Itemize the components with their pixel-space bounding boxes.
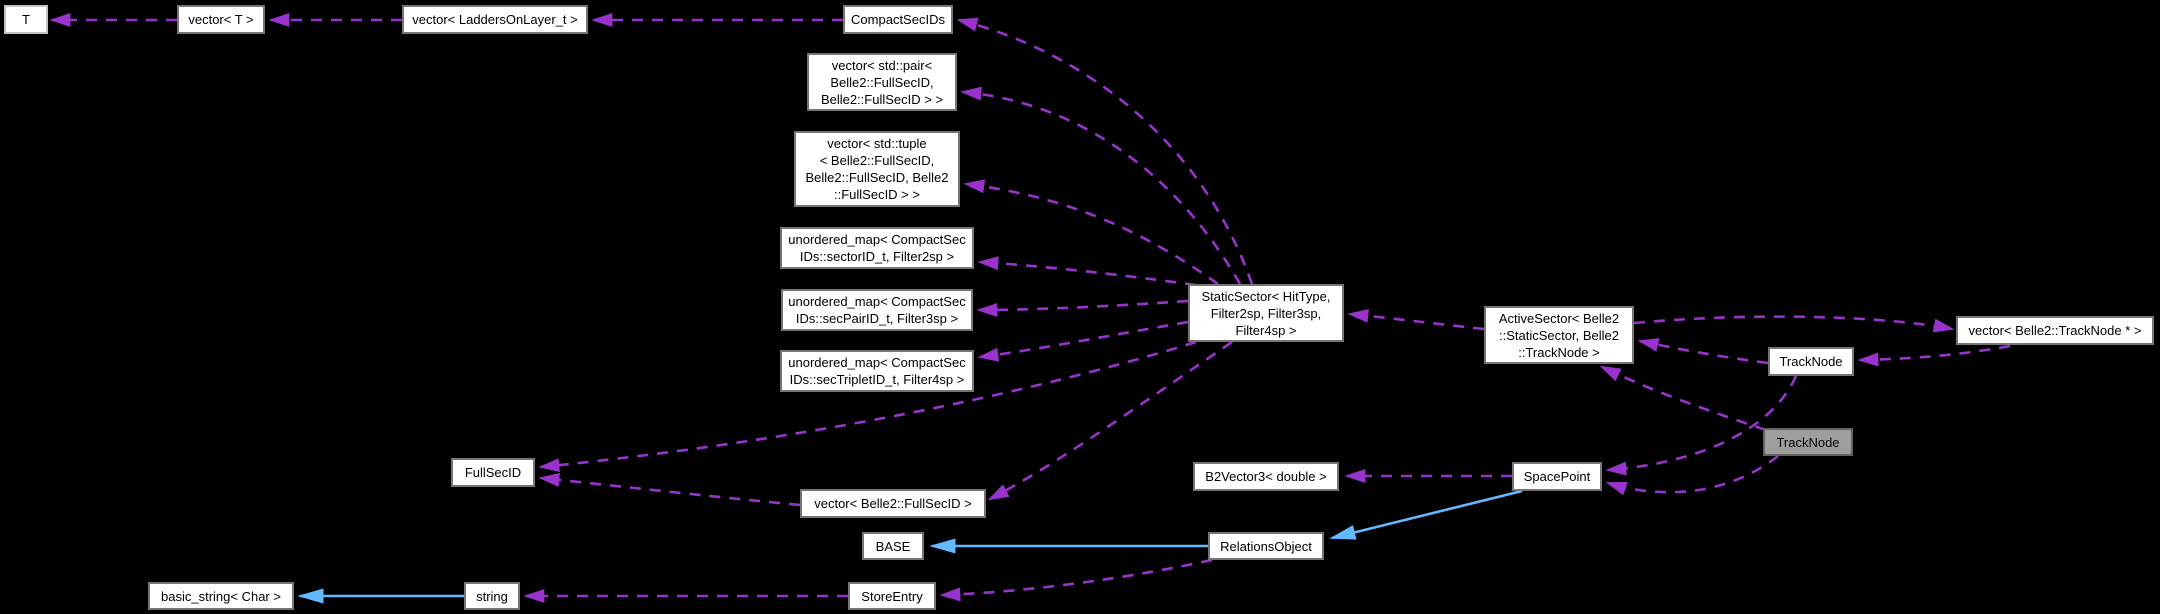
edge-track-node-current-to-active-sector (1599, 365, 1767, 432)
node-label: ActiveSector< Belle2 ::StaticSector, Bel… (1498, 310, 1620, 360)
node-label: TrackNode (1776, 434, 1840, 450)
node-full-sec-id[interactable]: FullSecID (451, 458, 535, 487)
node-t[interactable]: T (4, 5, 48, 34)
node-umap-secpairid-filter3sp[interactable]: unordered_map< CompactSec IDs::secPairID… (781, 289, 973, 331)
node-b2vector3-double[interactable]: B2Vector3< double > (1193, 462, 1339, 491)
node-relations-object[interactable]: RelationsObject (1208, 532, 1324, 560)
edge-vector-track-node-ptr-to-track-node (1857, 344, 2011, 367)
node-track-node[interactable]: TrackNode (1768, 347, 1854, 376)
node-label: unordered_map< CompactSec IDs::secPairID… (788, 294, 966, 326)
edge-space-point-to-relations-object (1329, 489, 1523, 540)
node-label: basic_string< Char > (161, 588, 281, 604)
edge-static-sector-to-umap-sectorid-filter2sp (977, 256, 1197, 287)
edge-track-node-to-active-sector (1637, 338, 1769, 365)
node-label: SpacePoint (1523, 469, 1591, 484)
node-label: StaticSector< HitType, Filter2sp, Filter… (1201, 288, 1331, 338)
node-label: vector< Belle2::FullSecID > (814, 496, 972, 511)
edge-static-sector-to-vector-tuple-fullsecid (963, 179, 1219, 286)
node-label: unordered_map< CompactSec IDs::secTriple… (788, 355, 966, 387)
node-active-sector[interactable]: ActiveSector< Belle2 ::StaticSector, Bel… (1484, 306, 1634, 364)
node-label: T (22, 12, 30, 27)
node-vector-t[interactable]: vector< T > (177, 5, 265, 34)
edge-active-sector-to-vector-track-node-ptr (1633, 315, 1955, 333)
node-compact-sec-ids[interactable]: CompactSecIDs (843, 5, 953, 34)
node-vector-full-sec-id[interactable]: vector< Belle2::FullSecID > (800, 489, 986, 518)
node-store-entry[interactable]: StoreEntry (848, 582, 936, 610)
node-track-node-current: TrackNode (1763, 428, 1853, 456)
node-label: RelationsObject (1220, 538, 1312, 554)
node-static-sector[interactable]: StaticSector< HitType, Filter2sp, Filter… (1188, 284, 1344, 342)
node-umap-sectorid-filter2sp[interactable]: unordered_map< CompactSec IDs::sectorID_… (780, 227, 974, 269)
node-label: vector< Belle2::TrackNode * > (1968, 323, 2142, 338)
edge-vector-full-sec-id-to-full-sec-id (538, 472, 801, 507)
node-label: vector< std::tuple < Belle2::FullSecID, … (805, 136, 949, 202)
node-label: string (476, 588, 508, 604)
node-vector-tuple-fullsecid[interactable]: vector< std::tuple < Belle2::FullSecID, … (794, 131, 960, 207)
edge-static-sector-to-umap-secpairid-filter3sp (976, 299, 1189, 317)
edge-static-sector-to-umap-sectripletid-filter4sp (977, 320, 1189, 362)
edge-static-sector-to-compact-sec-ids (956, 17, 1254, 285)
node-base[interactable]: BASE (862, 532, 924, 560)
node-label: StoreEntry (861, 588, 923, 604)
node-basic-string-char[interactable]: basic_string< Char > (148, 582, 294, 610)
node-vector-pair-fullsecid[interactable]: vector< std::pair< Belle2::FullSecID, Be… (807, 53, 957, 111)
node-label: CompactSecIDs (851, 12, 945, 27)
edge-static-sector-to-vector-pair-fullsecid (960, 86, 1242, 285)
node-label: vector< std::pair< Belle2::FullSecID, Be… (820, 57, 944, 107)
edge-track-node-current-to-space-point (1605, 454, 1779, 496)
node-label: FullSecID (464, 465, 522, 480)
node-label: B2Vector3< double > (1205, 469, 1327, 484)
node-label: unordered_map< CompactSec IDs::sectorID_… (788, 232, 966, 264)
node-label: BASE (875, 538, 911, 554)
node-vector-ladders-on-layer[interactable]: vector< LaddersOnLayer_t > (402, 5, 588, 34)
node-string[interactable]: string (464, 582, 520, 610)
node-label: vector< T > (188, 12, 254, 27)
edge-relations-object-to-store-entry (939, 558, 1213, 602)
node-label: TrackNode (1779, 354, 1843, 369)
node-vector-track-node-ptr[interactable]: vector< Belle2::TrackNode * > (1956, 316, 2154, 345)
edge-active-sector-to-static-sector (1347, 308, 1485, 331)
node-space-point[interactable]: SpacePoint (1512, 462, 1602, 491)
node-umap-sectripletid-filter4sp[interactable]: unordered_map< CompactSec IDs::secTriple… (780, 350, 974, 392)
node-label: vector< LaddersOnLayer_t > (412, 12, 578, 27)
